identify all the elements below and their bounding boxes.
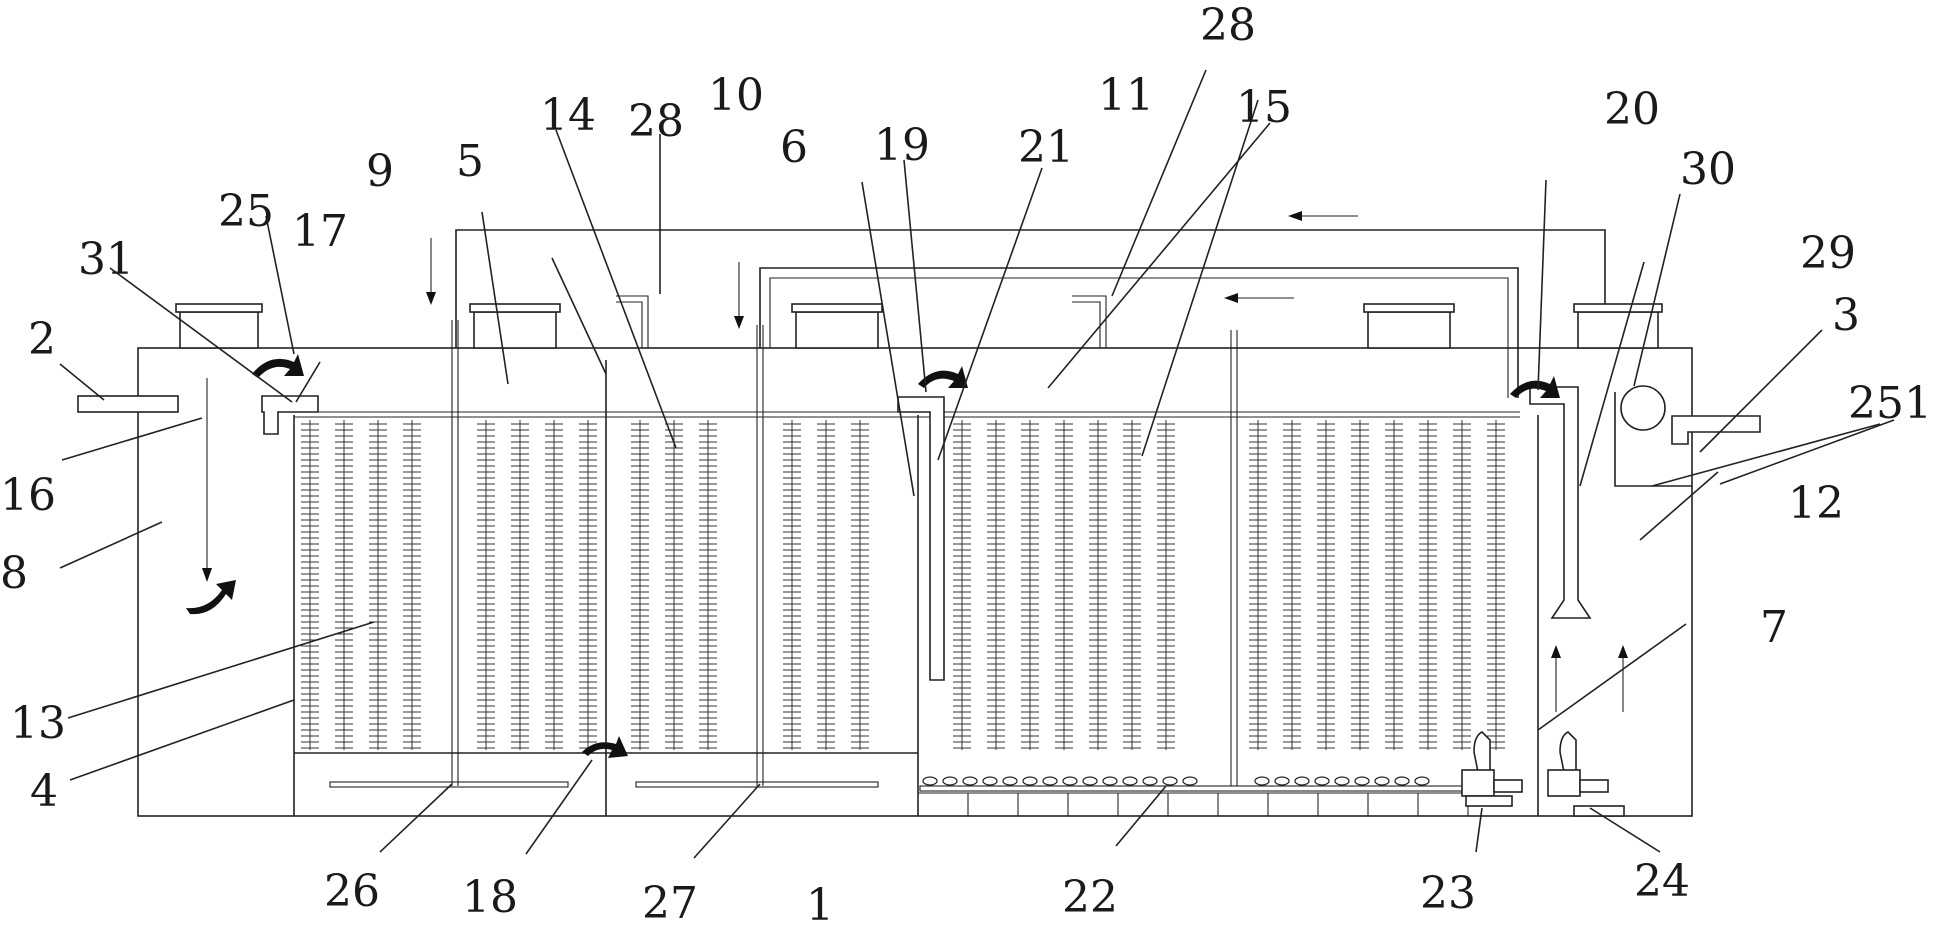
manhole-lid [791, 303, 883, 313]
manhole-group [175, 303, 1663, 349]
label-28-right: 28 [1200, 0, 1256, 51]
label-21: 21 [1018, 122, 1074, 173]
label-7: 7 [1760, 602, 1788, 653]
pump-24-icon [1547, 731, 1625, 817]
pump-23-icon [1461, 731, 1523, 807]
aerator-disc-icon [1354, 776, 1370, 786]
label-10: 10 [708, 70, 764, 121]
outlet-box [1614, 392, 1692, 487]
label-251: 251 [1848, 378, 1932, 429]
label-6: 6 [780, 122, 808, 173]
label-23: 23 [1420, 868, 1476, 919]
aerator-disc-icon [1022, 776, 1038, 786]
aerator-disc-icon [1294, 776, 1310, 786]
label-22: 22 [1062, 872, 1118, 923]
aerator-disc-icon [1314, 776, 1330, 786]
aerator-disc-icon [942, 776, 958, 786]
manhole [795, 311, 879, 349]
pipe-20 [1529, 386, 1592, 619]
label-26: 26 [324, 866, 380, 917]
flow-arrow-25-icon [252, 354, 304, 378]
aerator-disc-icon [1394, 776, 1410, 786]
label-24: 24 [1634, 856, 1690, 907]
aerator-disc-icon [1414, 776, 1430, 786]
label-8: 8 [0, 548, 28, 599]
label-2: 2 [28, 314, 56, 365]
aerator-disc-icon [1102, 776, 1118, 786]
aerator-disc-icon [982, 776, 998, 786]
bottom-grid-group [967, 793, 1469, 816]
label-29: 29 [1800, 228, 1856, 279]
label-18: 18 [462, 872, 518, 923]
manhole-lid [1573, 303, 1663, 313]
flow-arrow-19-icon [918, 366, 968, 388]
manhole [1577, 311, 1659, 349]
aerator-disc-icon [1062, 776, 1078, 786]
inlet-pipe [77, 395, 179, 413]
aerator-disc-icon [1122, 776, 1138, 786]
aerator-disc-icon [922, 776, 938, 786]
label-4: 4 [30, 766, 58, 817]
aerator-disc-icon [962, 776, 978, 786]
flow-arrow-18-icon [582, 736, 628, 758]
label-28-left: 28 [628, 96, 684, 147]
aerator-disc-icon [1142, 776, 1158, 786]
label-20: 20 [1604, 84, 1660, 135]
label-3: 3 [1832, 290, 1860, 341]
flow-arrow-20-icon [1510, 376, 1560, 398]
inlet-tee [261, 395, 319, 435]
aerator-disc-icon [1082, 776, 1098, 786]
label-17: 17 [292, 206, 348, 257]
label-14: 14 [540, 90, 596, 141]
label-30: 30 [1680, 144, 1736, 195]
label-31: 31 [78, 234, 134, 285]
label-16: 16 [0, 470, 56, 521]
return-pipe-outer [455, 229, 1606, 348]
aerator-disc-icon [1274, 776, 1290, 786]
manhole-lid [1363, 303, 1455, 313]
aerator-group [922, 776, 1430, 786]
aerator-disc-icon [1334, 776, 1350, 786]
aerator-disc-icon [1042, 776, 1058, 786]
flow-arrow-8-icon [186, 580, 236, 615]
label-12: 12 [1788, 478, 1844, 529]
tank-body [137, 347, 1693, 817]
label-11: 11 [1098, 70, 1154, 121]
aerator-disc-icon [1182, 776, 1198, 786]
label-9: 9 [366, 146, 394, 197]
manhole [1367, 311, 1451, 349]
label-25: 25 [218, 186, 274, 237]
leader-lines [59, 69, 1895, 859]
label-15: 15 [1236, 82, 1292, 133]
outlet-pipe [1671, 415, 1761, 445]
manhole [179, 311, 259, 349]
label-13: 13 [10, 698, 66, 749]
manhole-lid [175, 303, 263, 313]
fill-media-group [301, 420, 1505, 750]
aerator-disc-icon [1002, 776, 1018, 786]
pipe-19 [897, 396, 945, 681]
manhole [473, 311, 557, 349]
label-19: 19 [874, 120, 930, 171]
label-1: 1 [806, 880, 834, 927]
aerator-disc-icon [1254, 776, 1270, 786]
valve-30 [1620, 385, 1666, 431]
label-5: 5 [456, 136, 484, 187]
fill-media [301, 420, 1505, 750]
return-pipe-inner [759, 267, 1519, 398]
label-27: 27 [642, 878, 698, 927]
manhole-lid [469, 303, 561, 313]
aerator-disc-icon [1162, 776, 1178, 786]
tank-structure [77, 211, 1761, 817]
aerator-disc-icon [1374, 776, 1390, 786]
